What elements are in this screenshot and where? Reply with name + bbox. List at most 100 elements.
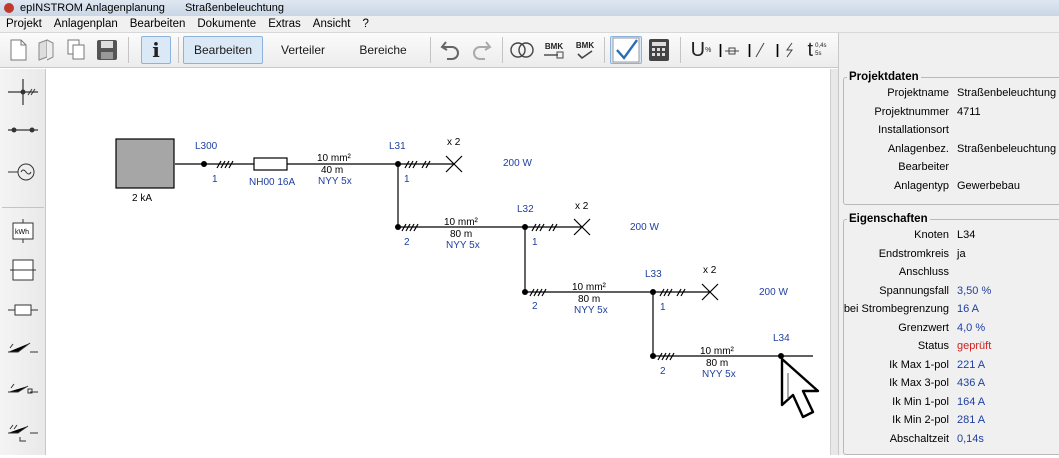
menu-ansicht[interactable]: Ansicht xyxy=(312,18,351,30)
check-icon[interactable] xyxy=(610,36,642,64)
property-value[interactable]: 3,50 % xyxy=(957,284,992,297)
disconnect-time-button[interactable]: t 0,4s 5s xyxy=(802,36,832,64)
single-line-diagram: 2 kA L300 1 NH00 16A 10 mm² 40 m NYY 5x … xyxy=(115,137,820,419)
node-tool-icon[interactable] xyxy=(5,75,41,109)
project-data-row: Bearbeiter xyxy=(839,161,1059,180)
cable-length: 80 m xyxy=(578,294,600,305)
count-label: 1 xyxy=(212,174,218,185)
project-data-group xyxy=(843,77,1059,205)
lamp-count: x 2 xyxy=(703,265,717,276)
menu-help[interactable]: ? xyxy=(362,18,369,30)
vertical-scrollbar[interactable] xyxy=(830,69,838,455)
node-l31[interactable] xyxy=(395,161,401,167)
svg-text:kWh: kWh xyxy=(15,229,29,236)
svg-text:I: I xyxy=(775,41,780,61)
tab-verteiler[interactable]: Verteiler xyxy=(280,43,326,57)
meter-tool-icon[interactable]: kWh xyxy=(5,214,41,248)
node-l32[interactable] xyxy=(522,224,528,230)
rcd-tool-icon[interactable] xyxy=(5,413,41,447)
svg-text:I: I xyxy=(718,41,723,61)
bmk-check-button[interactable]: BMK xyxy=(570,36,600,64)
project-data-value[interactable]: Gewerbebau xyxy=(957,179,1020,192)
app-logo-icon xyxy=(4,3,14,13)
branch-count-label: 2 xyxy=(404,237,410,248)
lamp-power: 200 W xyxy=(759,287,788,298)
undo-icon[interactable] xyxy=(438,36,464,64)
transformer-icon[interactable] xyxy=(508,36,536,64)
toolbar: i Bearbeiten Verteiler Bereiche BMK BMK … xyxy=(0,33,838,68)
switch-tool-icon[interactable] xyxy=(5,331,41,365)
property-row: Anschluss xyxy=(839,266,1059,285)
menu-projekt[interactable]: Projekt xyxy=(6,18,42,30)
info-button[interactable]: i xyxy=(141,36,171,64)
node-label-l32: L32 xyxy=(517,204,534,215)
generator-tool-icon[interactable] xyxy=(5,155,41,189)
cable-type: NYY 5x xyxy=(446,240,480,251)
project-data-key: Anlagenbez. xyxy=(887,142,949,155)
property-value[interactable]: 0,14s xyxy=(957,432,984,445)
properties-title: Eigenschaften xyxy=(847,213,930,225)
project-data-key: Projektnummer xyxy=(874,105,949,118)
breaker-tool-icon[interactable] xyxy=(5,373,41,407)
node-l33-branch[interactable] xyxy=(650,353,656,359)
menu-extras[interactable]: Extras xyxy=(268,18,301,30)
menu-anlagenplan[interactable]: Anlagenplan xyxy=(53,18,118,30)
project-data-title: Projektdaten xyxy=(847,71,921,83)
project-data-key: Bearbeiter xyxy=(898,161,949,173)
property-value[interactable]: ja xyxy=(957,247,966,260)
property-key: Ik Min 1-pol xyxy=(892,395,949,408)
node-l32-branch[interactable] xyxy=(522,289,528,295)
app-title: epINSTROM Anlagenplanung xyxy=(20,2,165,14)
tab-bearbeiten[interactable]: Bearbeiten xyxy=(183,36,263,64)
property-value[interactable]: 281 A xyxy=(957,414,986,426)
bmk-label: BMK xyxy=(544,41,564,51)
node-l33[interactable] xyxy=(650,289,656,295)
current-icon[interactable]: I xyxy=(716,36,742,64)
cable-length: 80 m xyxy=(706,358,728,369)
new-document-icon[interactable] xyxy=(6,36,30,64)
project-data-value[interactable]: Straßenbeleuchtung xyxy=(957,87,1057,99)
cable-type: NYY 5x xyxy=(318,176,352,187)
node-l31-branch[interactable] xyxy=(395,224,401,230)
node-l34[interactable] xyxy=(778,353,784,359)
title-bar: epINSTROM Anlagenplanung Straßenbeleucht… xyxy=(0,0,1059,16)
short-circuit-icon[interactable]: I xyxy=(773,36,799,64)
property-value[interactable]: 164 A xyxy=(957,395,986,408)
junction-tool-icon[interactable] xyxy=(5,113,41,147)
node-label-l33: L33 xyxy=(645,269,662,280)
property-value[interactable]: 436 A xyxy=(957,377,986,389)
property-value[interactable]: L34 xyxy=(957,229,976,241)
save-icon[interactable] xyxy=(94,36,120,64)
source-block[interactable] xyxy=(115,138,175,189)
calculator-icon[interactable] xyxy=(645,36,673,64)
fuse-symbol[interactable] xyxy=(253,157,288,171)
project-data-row: Installationsort xyxy=(839,124,1059,143)
current-limit-icon[interactable]: I xyxy=(745,36,771,64)
voltage-drop-button[interactable]: U% xyxy=(688,36,714,64)
diagram-canvas[interactable]: 2 kA L300 1 NH00 16A 10 mm² 40 m NYY 5x … xyxy=(47,69,830,455)
node-l300[interactable] xyxy=(201,161,207,167)
property-value[interactable]: 16 A xyxy=(957,303,980,315)
menu-dokumente[interactable]: Dokumente xyxy=(197,18,257,30)
property-value[interactable]: geprüft xyxy=(957,340,992,352)
cable-cross-section: 10 mm² xyxy=(572,282,607,293)
copy-icon[interactable] xyxy=(64,36,88,64)
open-folder-icon[interactable] xyxy=(34,36,58,64)
tab-bereiche[interactable]: Bereiche xyxy=(359,43,407,57)
project-data-value[interactable]: 4711 xyxy=(957,105,981,118)
menu-bearbeiten[interactable]: Bearbeiten xyxy=(129,18,186,30)
property-value[interactable]: 4,0 % xyxy=(957,321,986,334)
project-data-value[interactable]: Straßenbeleuchtung xyxy=(957,142,1057,155)
property-value[interactable]: 221 A xyxy=(957,358,986,371)
fuse-tool-icon[interactable] xyxy=(5,293,41,327)
redo-icon[interactable] xyxy=(468,36,494,64)
bmk-button[interactable]: BMK xyxy=(540,36,568,64)
distribution-tool-icon[interactable] xyxy=(5,253,41,287)
